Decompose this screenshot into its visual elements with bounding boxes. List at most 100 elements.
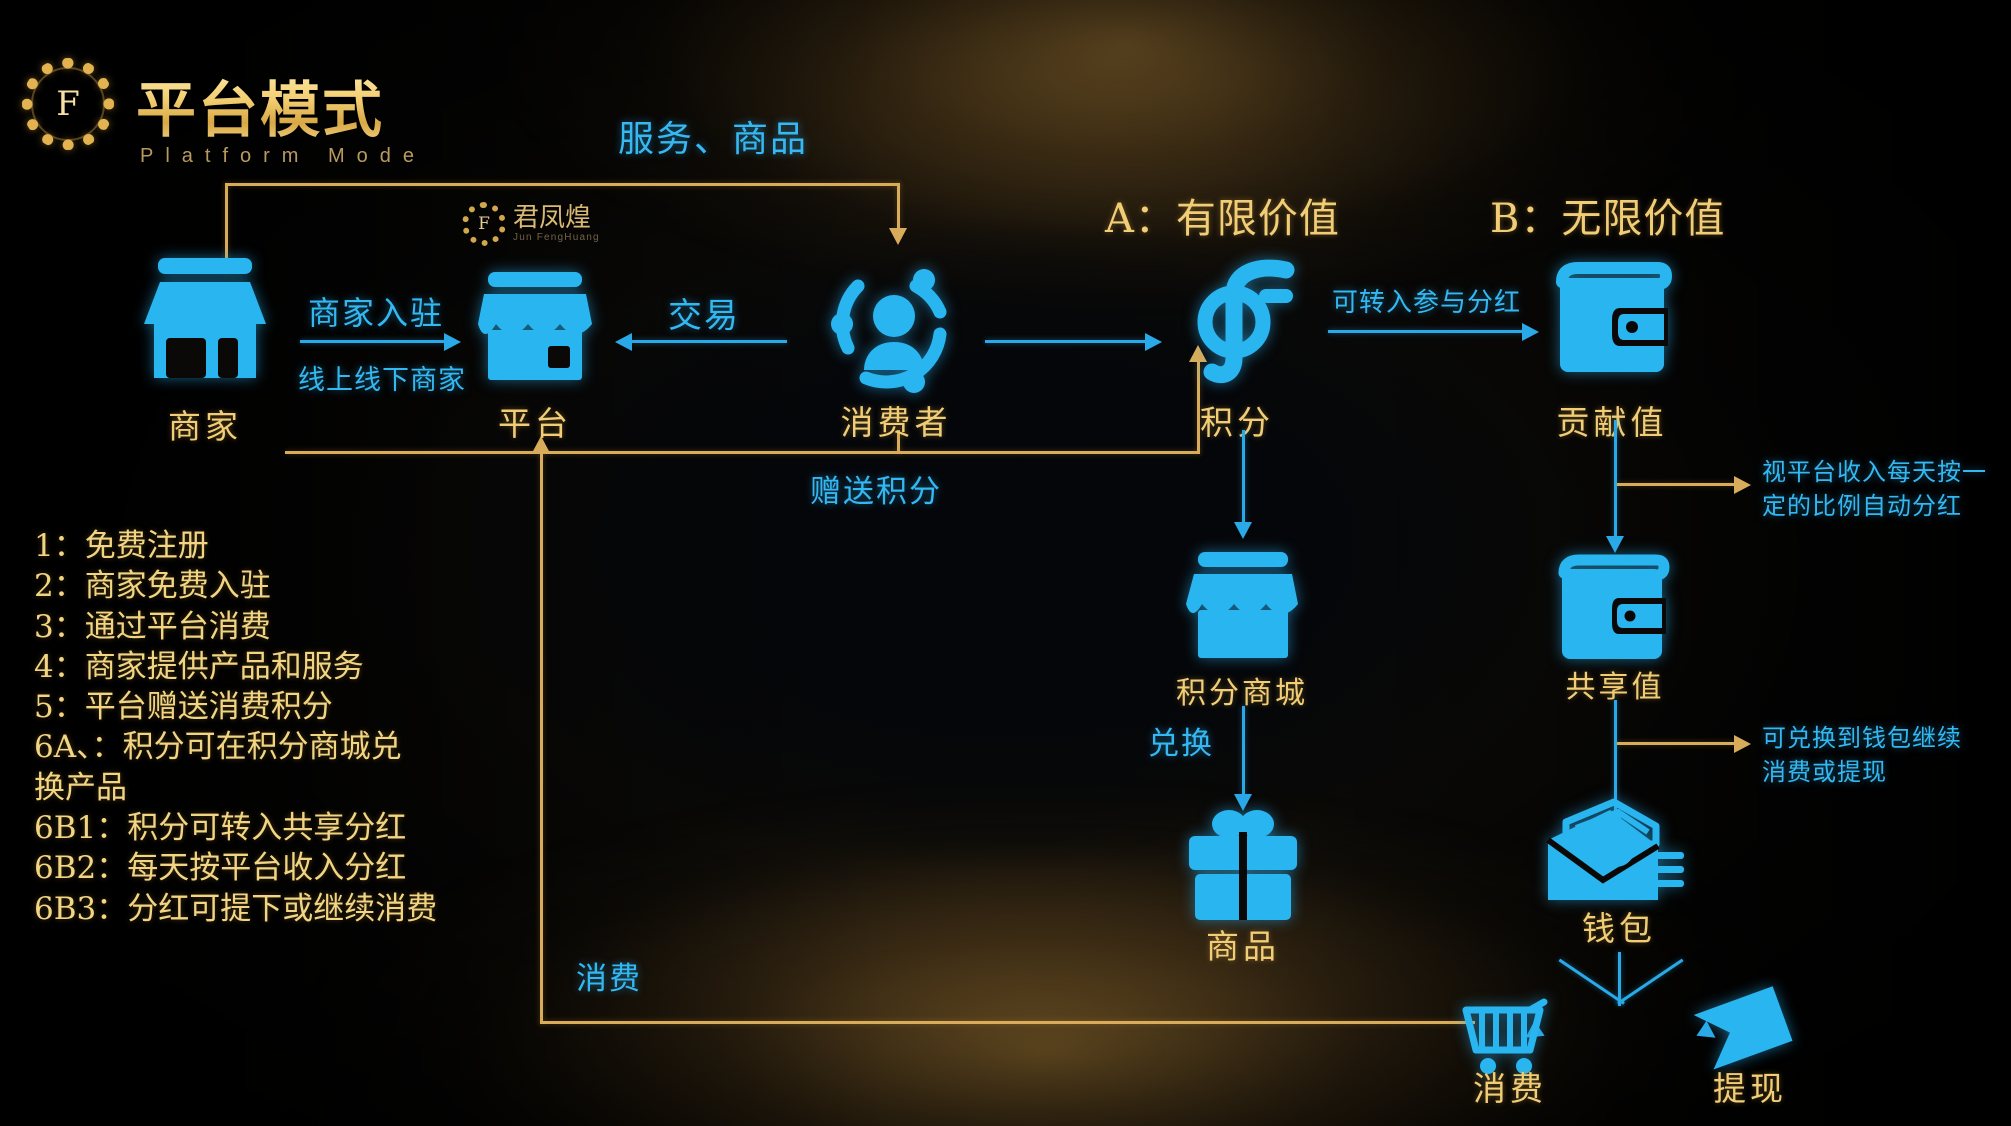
edge-label-redeem-wallet-line2: 消费或提现 bbox=[1762, 759, 1887, 786]
step-item: 6B2：每天按平台收入分红 bbox=[34, 850, 407, 887]
arrow-mall-to-goods bbox=[1234, 794, 1252, 811]
step-item: 4：商家提供产品和服务 bbox=[34, 648, 364, 685]
watermark-logo: F 君凤煌 Jun FengHuang bbox=[462, 202, 600, 246]
edge-label-service-goods: 服务、商品 bbox=[618, 118, 809, 159]
edge-label-transaction: 交易 bbox=[668, 297, 740, 335]
step-item: 6B3：分红可提下或继续消费 bbox=[34, 890, 438, 927]
gold-path-top-horizontal bbox=[225, 183, 900, 186]
edge-wallet-stem bbox=[1618, 952, 1621, 1006]
section-title-a: A：有限价值 bbox=[1105, 196, 1340, 242]
contribution-icon-wrap bbox=[1554, 262, 1672, 376]
arrow-consumer-to-platform bbox=[615, 333, 632, 351]
gold-arrow-daily-dividend bbox=[1734, 476, 1751, 494]
gold-branch-redeem-wallet bbox=[1617, 742, 1737, 745]
gift-box-icon bbox=[1189, 810, 1297, 920]
gold-arrow-redeem-wallet bbox=[1734, 735, 1751, 753]
consume-icon-wrap bbox=[1462, 998, 1558, 1078]
arrow-points-to-mall bbox=[1234, 522, 1252, 539]
badge-laurel-ring bbox=[22, 58, 114, 150]
page-subtitle: Platform Mode bbox=[140, 145, 427, 167]
arrow-consumer-to-points bbox=[1145, 333, 1162, 351]
merchant-icon-wrap bbox=[140, 258, 270, 378]
step-item: 6A、：积分可在积分商城兑 bbox=[34, 729, 402, 766]
edge-label-daily-dividend-line1: 视平台收入每天按一 bbox=[1762, 459, 1987, 486]
edge-label-exchange: 兑换 bbox=[1148, 726, 1214, 761]
points-currency-icon bbox=[1197, 259, 1295, 384]
wallet-icon bbox=[1556, 262, 1672, 372]
wallet-icon bbox=[1558, 554, 1670, 659]
shopping-cart-icon bbox=[1462, 998, 1548, 1074]
arrow-merchant-to-platform bbox=[444, 333, 461, 351]
user-circle-icon bbox=[831, 269, 947, 393]
storefront-icon bbox=[478, 272, 592, 380]
withdraw-icon-wrap: 100 1 bbox=[1693, 982, 1798, 1078]
storefront-icon bbox=[1186, 552, 1298, 658]
money-envelope-icon: $ bbox=[1546, 798, 1684, 900]
gold-path-gift-horizontal bbox=[285, 451, 1200, 454]
edge-consumer-to-platform bbox=[632, 340, 787, 343]
node-label-contribution: 贡献值 bbox=[1556, 403, 1668, 442]
consumer-icon-wrap bbox=[828, 262, 964, 398]
node-label-platform: 平台 bbox=[498, 404, 572, 443]
edge-label-transfer-dividend: 可转入参与分红 bbox=[1332, 287, 1522, 317]
node-label-withdraw: 提现 bbox=[1713, 1069, 1787, 1108]
points-mall-icon-wrap bbox=[1182, 552, 1304, 658]
steps-list: 1：免费注册 2：商家免费入驻 3：通过平台消费 4：商家提供产品和服务 5：平… bbox=[34, 526, 437, 929]
gold-path-consumer-down bbox=[897, 430, 900, 454]
edge-label-daily-dividend-line2: 定的比例自动分红 bbox=[1762, 493, 1962, 520]
watermark-pinyin: Jun FengHuang bbox=[513, 232, 600, 243]
watermark-letter: F bbox=[478, 214, 490, 234]
edge-points-to-mall bbox=[1242, 430, 1245, 526]
edge-label-merchant-join: 商家入驻 bbox=[308, 295, 445, 331]
step-item: 6B1：积分可转入共享分红 bbox=[34, 810, 407, 847]
node-label-wallet: 钱包 bbox=[1582, 909, 1656, 948]
arrow-points-to-contribution bbox=[1522, 323, 1539, 341]
step-item: 3：通过平台消费 bbox=[34, 608, 271, 645]
node-label-shared-value: 共享值 bbox=[1565, 670, 1665, 705]
badge-inner-ring bbox=[31, 67, 105, 141]
gold-path-up-to-points bbox=[1197, 360, 1200, 454]
gold-path-down-to-consumer bbox=[897, 183, 900, 231]
gold-path-left-vertical bbox=[225, 183, 228, 273]
node-label-consume: 消费 bbox=[1473, 1069, 1547, 1108]
node-label-consumer: 消费者 bbox=[840, 403, 952, 442]
gold-arrow-into-consumer bbox=[889, 228, 907, 245]
banknote-icon: 100 1 bbox=[1693, 986, 1793, 1070]
gold-arrow-up-to-platform bbox=[532, 436, 550, 453]
points-icon-wrap bbox=[1182, 259, 1306, 384]
brand-badge-logo: F bbox=[22, 58, 114, 150]
wallet-node-icon-wrap: $ bbox=[1540, 798, 1686, 910]
gold-path-left-long-vertical bbox=[540, 451, 543, 1024]
gold-branch-daily-dividend bbox=[1617, 483, 1737, 486]
edge-points-to-contribution bbox=[1328, 330, 1524, 333]
edge-merchant-to-platform bbox=[300, 340, 446, 343]
node-label-goods: 商品 bbox=[1206, 927, 1280, 966]
node-label-merchant: 商家 bbox=[168, 407, 242, 446]
edge-label-online-offline: 线上线下商家 bbox=[298, 365, 466, 395]
goods-icon-wrap bbox=[1185, 810, 1301, 920]
shared-value-icon-wrap bbox=[1556, 554, 1670, 662]
edge-label-gift-points: 赠送积分 bbox=[810, 474, 942, 509]
step-item: 2：商家免费入驻 bbox=[34, 568, 271, 605]
badge-letter: F bbox=[56, 84, 80, 124]
edge-mall-to-goods bbox=[1242, 706, 1245, 798]
watermark-badge-icon: F bbox=[462, 202, 506, 246]
node-label-points-mall: 积分商城 bbox=[1176, 676, 1308, 711]
svg-text:$: $ bbox=[1609, 837, 1623, 862]
gold-arrow-into-points bbox=[1189, 345, 1207, 362]
watermark-laurel-ring bbox=[462, 202, 506, 246]
watermark-chinese-name: 君凤煌 bbox=[513, 203, 592, 233]
arrow-contribution-to-shared bbox=[1606, 536, 1624, 553]
step-item: 换产品 bbox=[34, 769, 127, 806]
storefront-icon bbox=[144, 258, 266, 378]
step-item: 5：平台赠送消费积分 bbox=[34, 689, 333, 726]
edge-shared-to-wallet bbox=[1614, 700, 1617, 816]
edge-contribution-to-shared bbox=[1614, 420, 1617, 540]
section-title-b: B：无限价值 bbox=[1490, 196, 1726, 242]
platform-icon-wrap bbox=[472, 272, 598, 380]
page-title: 平台模式 bbox=[136, 62, 384, 149]
edge-consumer-to-points bbox=[985, 340, 1147, 343]
step-item: 1：免费注册 bbox=[34, 528, 209, 564]
